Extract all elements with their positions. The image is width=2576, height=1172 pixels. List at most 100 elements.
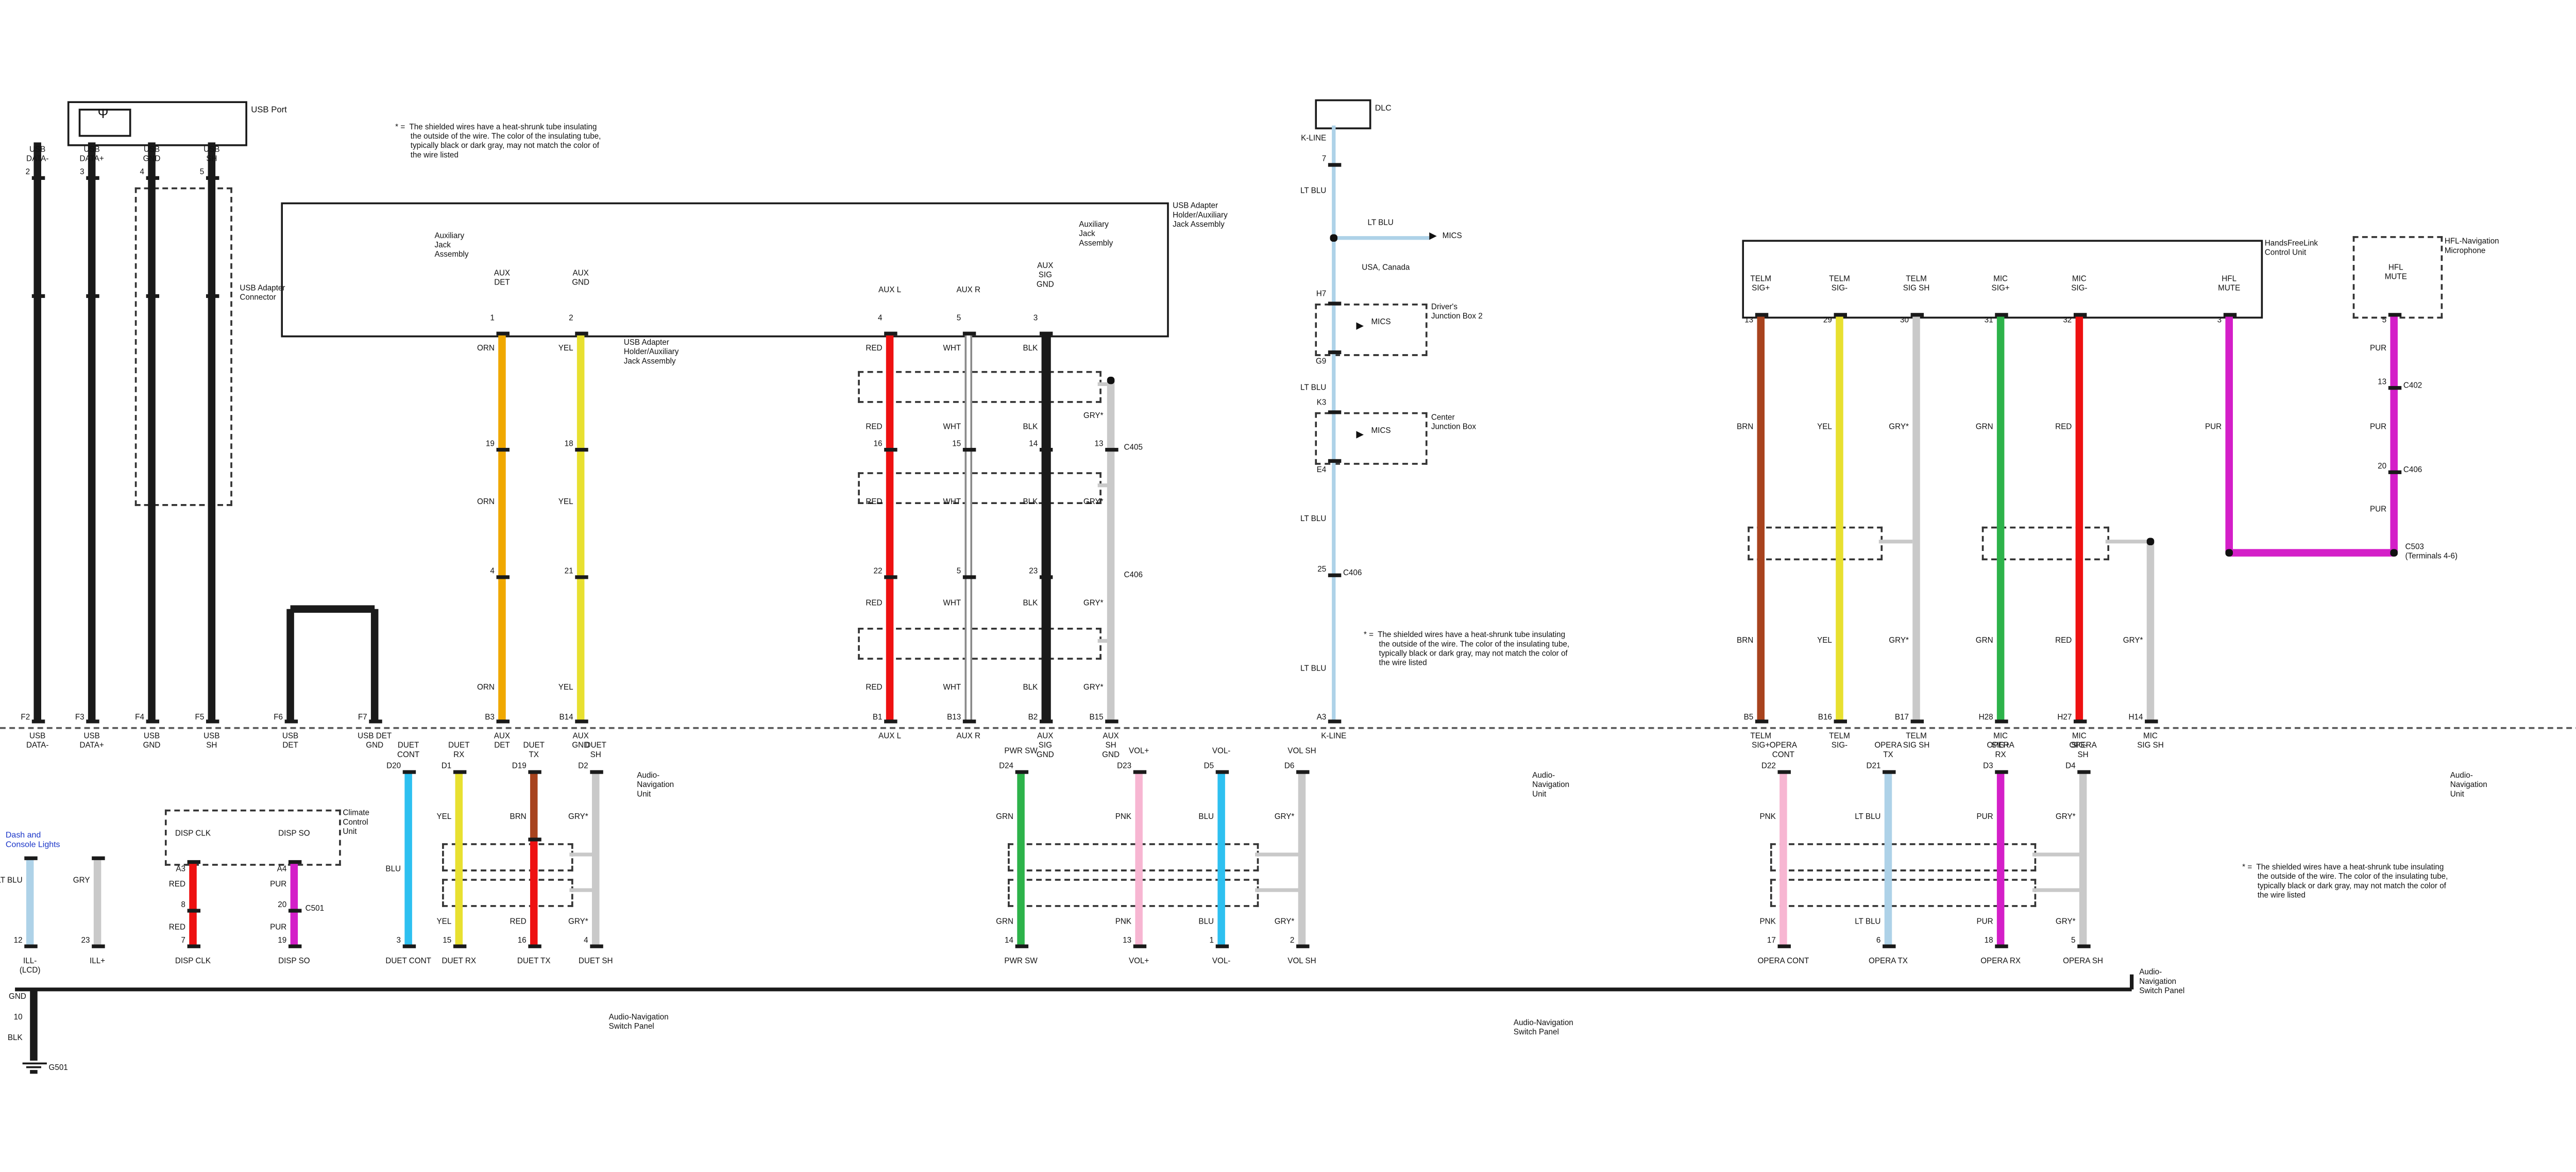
- ground-symbol: [21, 1062, 46, 1065]
- text-label: USB DATA-: [26, 731, 49, 750]
- text-label: 23: [1029, 566, 1038, 576]
- text-label: 5: [2071, 935, 2076, 945]
- ground-symbol: [29, 1070, 38, 1073]
- text-label: B17: [1894, 712, 1909, 722]
- text-label: DISP CLK: [175, 828, 211, 838]
- text-label: F4: [135, 712, 144, 722]
- text-label: GRN: [996, 811, 1014, 821]
- text-label: PNK: [1759, 916, 1776, 926]
- wire-usb-data-minus: [33, 142, 42, 722]
- text-label: 16: [517, 935, 527, 945]
- wire-pwr-sw: [1018, 772, 1024, 947]
- text-label: C406: [1124, 570, 1143, 579]
- connector-tick: [1014, 771, 1028, 773]
- text-label: 1: [1209, 935, 1214, 945]
- text-label: USB Adapter Holder/Auxiliary Jack Assemb…: [1173, 200, 1228, 229]
- connector-tick: [1882, 945, 1895, 948]
- text-label: Auxiliary Jack Assembly: [434, 230, 469, 259]
- text-label: AUX GND: [572, 731, 590, 750]
- drivers-junction-box-2: [1315, 304, 1428, 356]
- wire-opera-sh: [2079, 772, 2087, 947]
- connector-tick: [1994, 771, 2007, 773]
- text-label: D24: [999, 761, 1014, 771]
- connector-tick: [1327, 411, 1341, 413]
- text-label: B14: [559, 712, 573, 722]
- text-label: USB Adapter Holder/Auxiliary Jack Assemb…: [623, 337, 679, 365]
- connector-tick: [527, 771, 540, 773]
- text-label: GRN: [996, 916, 1014, 926]
- text-label: D2: [578, 761, 588, 771]
- connector-tick: [186, 910, 200, 912]
- text-label: PUR: [270, 922, 287, 932]
- wire-gnd-g501: [30, 989, 38, 1061]
- text-label: RED: [2055, 635, 2072, 645]
- text-label: G9: [1315, 356, 1327, 366]
- text-label: 1: [490, 313, 495, 323]
- connector-tick: [883, 448, 896, 451]
- text-label: BLK: [1023, 597, 1038, 608]
- text-label: 6: [1876, 935, 1881, 945]
- text-label: B16: [1818, 712, 1832, 722]
- connector-tick: [1994, 945, 2007, 948]
- text-label: DUET SH: [578, 956, 613, 965]
- text-label: MIC SIG-: [2071, 731, 2088, 750]
- connector-tick: [1214, 771, 1228, 773]
- branch-arrow-icon: [1356, 431, 1364, 439]
- text-label: 22: [873, 566, 883, 576]
- text-label: AUX R: [956, 731, 981, 741]
- text-label: PUR: [1976, 916, 1993, 926]
- text-label: MICS: [1371, 425, 1391, 435]
- text-label: RED: [510, 916, 527, 926]
- text-label: 10: [13, 1012, 23, 1022]
- connector-tick: [91, 857, 104, 860]
- text-label: Center Junction Box: [1431, 412, 1477, 431]
- text-label: PUR: [2369, 343, 2387, 353]
- connector-tick: [883, 576, 896, 578]
- text-label: GRY*: [1889, 635, 1909, 645]
- usb-port-box: [67, 101, 247, 146]
- connector-tick: [452, 945, 466, 948]
- opera-shield-box-1: [1770, 843, 2037, 872]
- wire-aux-r-wht: [965, 333, 972, 722]
- connector-tick: [85, 720, 98, 723]
- text-label: USA, Canada: [1362, 262, 1410, 272]
- connector-tick: [1132, 945, 1146, 948]
- text-label: GRY*: [1083, 682, 1104, 692]
- aux-jack-assembly-box: [281, 202, 1169, 338]
- wire-ill-minus: [26, 858, 33, 947]
- connector-tick: [574, 720, 587, 723]
- junction-dot: [2147, 538, 2154, 545]
- text-label: 20: [278, 899, 287, 909]
- wire-disp-clk: [190, 862, 196, 947]
- opera-shield-box-2: [1770, 879, 2037, 907]
- connector-tick: [30, 177, 44, 179]
- text-label: HFL-Navigation Microphone: [2444, 236, 2499, 255]
- note-text: * = The shielded wires have a heat-shrun…: [2242, 862, 2448, 899]
- connector-tick: [1104, 720, 1117, 723]
- text-label: D23: [1117, 761, 1132, 771]
- telm-shield-box: [1748, 526, 1883, 561]
- text-label: GRY*: [2123, 635, 2143, 645]
- connector-tick: [574, 448, 587, 451]
- line-switch-panel-line: [15, 988, 2132, 991]
- connector-tick: [1039, 332, 1052, 335]
- connector-tick: [145, 295, 159, 297]
- wire-mic-sig-sh: [2147, 541, 2154, 722]
- connector-tick: [574, 332, 587, 335]
- text-label: 29: [1823, 314, 1832, 325]
- text-label: PWR SW: [1004, 956, 1038, 965]
- text-label: B5: [1743, 712, 1754, 722]
- connector-tick: [962, 332, 975, 335]
- text-label: C405: [1124, 442, 1143, 452]
- text-label: B2: [1028, 712, 1038, 722]
- connector-tick: [287, 910, 301, 912]
- wire-duet-cont: [405, 772, 412, 947]
- text-label: 7: [181, 935, 185, 945]
- text-label: 17: [1767, 935, 1776, 945]
- text-label: BRN: [510, 811, 527, 821]
- text-label: TELM SIG SH: [1903, 273, 1930, 293]
- text-label: D4: [2065, 761, 2076, 771]
- wire-opera-tx: [1885, 772, 1892, 947]
- text-label: GRN: [1975, 422, 1993, 431]
- wire-duet-rx: [455, 772, 463, 947]
